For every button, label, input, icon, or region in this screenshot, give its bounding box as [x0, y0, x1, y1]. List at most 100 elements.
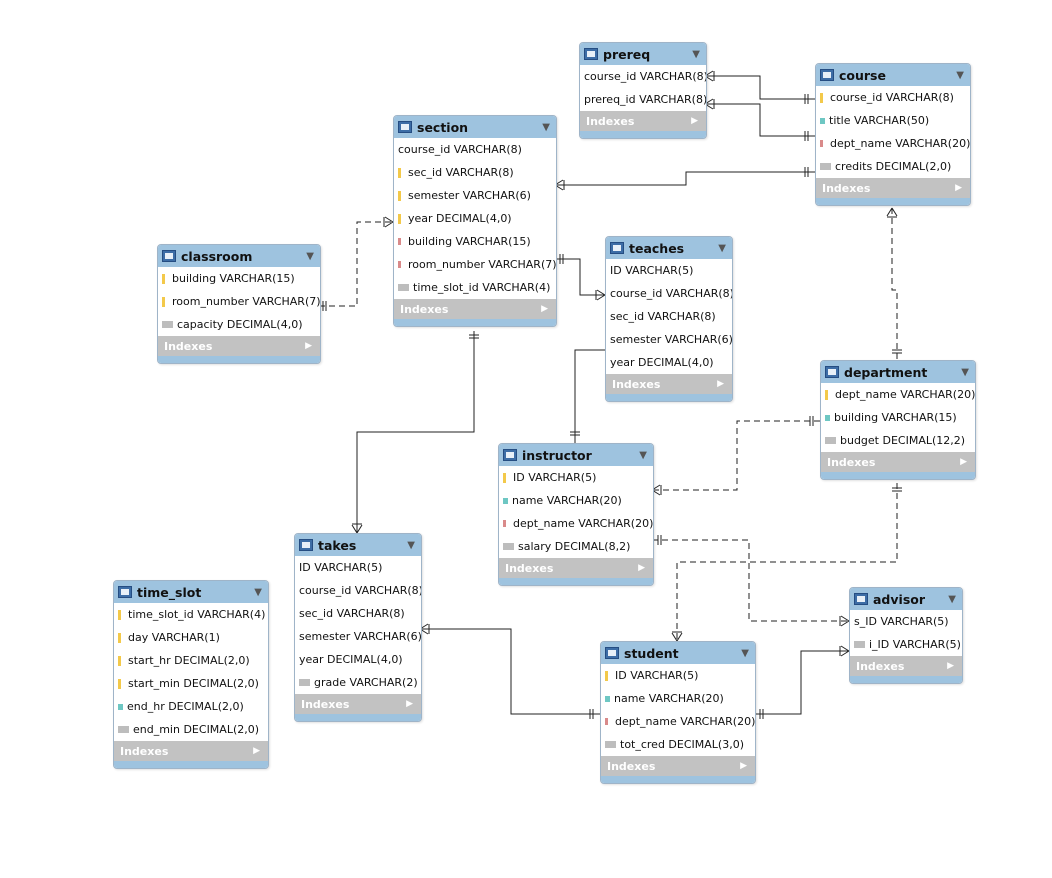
collapse-arrow-icon[interactable]: ▼: [956, 69, 964, 81]
collapse-arrow-icon[interactable]: ▼: [948, 593, 956, 605]
collapse-arrow-icon[interactable]: ▼: [961, 366, 969, 378]
expand-arrow-icon[interactable]: ▶: [740, 761, 747, 771]
expand-arrow-icon[interactable]: ▶: [947, 661, 954, 671]
table-header[interactable]: advisor▼: [850, 588, 962, 610]
column-row[interactable]: ID VARCHAR(5): [601, 664, 755, 687]
column-row[interactable]: title VARCHAR(50): [816, 109, 970, 132]
table-header[interactable]: teaches▼: [606, 237, 732, 259]
column-row[interactable]: semester VARCHAR(6): [606, 328, 732, 351]
column-row[interactable]: ID VARCHAR(5): [606, 259, 732, 282]
table-instructor[interactable]: instructor▼ID VARCHAR(5)name VARCHAR(20)…: [498, 443, 654, 586]
expand-arrow-icon[interactable]: ▶: [638, 563, 645, 573]
column-row[interactable]: prereq_id VARCHAR(8): [580, 88, 706, 111]
expand-arrow-icon[interactable]: ▶: [717, 379, 724, 389]
column-row[interactable]: start_min DECIMAL(2,0): [114, 672, 268, 695]
column-row[interactable]: course_id VARCHAR(8): [580, 65, 706, 88]
column-row[interactable]: dept_name VARCHAR(20): [601, 710, 755, 733]
table-classroom[interactable]: classroom▼building VARCHAR(15)room_numbe…: [157, 244, 321, 364]
indexes-bar[interactable]: Indexes▶: [850, 656, 962, 676]
table-department[interactable]: department▼dept_name VARCHAR(20)building…: [820, 360, 976, 480]
column-row[interactable]: course_id VARCHAR(8): [816, 86, 970, 109]
collapse-arrow-icon[interactable]: ▼: [718, 242, 726, 254]
collapse-arrow-icon[interactable]: ▼: [692, 48, 700, 60]
indexes-bar[interactable]: Indexes▶: [295, 694, 421, 714]
column-row[interactable]: day VARCHAR(1): [114, 626, 268, 649]
column-row[interactable]: course_id VARCHAR(8): [295, 579, 421, 602]
expand-arrow-icon[interactable]: ▶: [960, 457, 967, 467]
table-teaches[interactable]: teaches▼ID VARCHAR(5)course_id VARCHAR(8…: [605, 236, 733, 402]
table-header[interactable]: instructor▼: [499, 444, 653, 466]
table-header[interactable]: department▼: [821, 361, 975, 383]
collapse-arrow-icon[interactable]: ▼: [542, 121, 550, 133]
column-row[interactable]: year DECIMAL(4,0): [295, 648, 421, 671]
column-row[interactable]: time_slot_id VARCHAR(4): [394, 276, 556, 299]
column-row[interactable]: name VARCHAR(20): [499, 489, 653, 512]
column-row[interactable]: salary DECIMAL(8,2): [499, 535, 653, 558]
column-row[interactable]: time_slot_id VARCHAR(4): [114, 603, 268, 626]
column-row[interactable]: course_id VARCHAR(8): [606, 282, 732, 305]
column-row[interactable]: sec_id VARCHAR(8): [295, 602, 421, 625]
column-row[interactable]: room_number VARCHAR(7): [394, 253, 556, 276]
collapse-arrow-icon[interactable]: ▼: [639, 449, 647, 461]
column-row[interactable]: building VARCHAR(15): [158, 267, 320, 290]
table-section[interactable]: section▼course_id VARCHAR(8)sec_id VARCH…: [393, 115, 557, 327]
expand-arrow-icon[interactable]: ▶: [955, 183, 962, 193]
column-row[interactable]: end_min DECIMAL(2,0): [114, 718, 268, 741]
column-row[interactable]: year DECIMAL(4,0): [606, 351, 732, 374]
collapse-arrow-icon[interactable]: ▼: [254, 586, 262, 598]
table-prereq[interactable]: prereq▼course_id VARCHAR(8)prereq_id VAR…: [579, 42, 707, 139]
column-row[interactable]: name VARCHAR(20): [601, 687, 755, 710]
column-row[interactable]: dept_name VARCHAR(20): [816, 132, 970, 155]
table-header[interactable]: takes▼: [295, 534, 421, 556]
column-row[interactable]: ID VARCHAR(5): [499, 466, 653, 489]
indexes-bar[interactable]: Indexes▶: [114, 741, 268, 761]
table-header[interactable]: section▼: [394, 116, 556, 138]
column-row[interactable]: sec_id VARCHAR(8): [394, 161, 556, 184]
column-row[interactable]: start_hr DECIMAL(2,0): [114, 649, 268, 672]
indexes-bar[interactable]: Indexes▶: [601, 756, 755, 776]
expand-arrow-icon[interactable]: ▶: [305, 341, 312, 351]
indexes-bar[interactable]: Indexes▶: [816, 178, 970, 198]
column-row[interactable]: year DECIMAL(4,0): [394, 207, 556, 230]
column-row[interactable]: building VARCHAR(15): [394, 230, 556, 253]
column-row[interactable]: tot_cred DECIMAL(3,0): [601, 733, 755, 756]
column-row[interactable]: credits DECIMAL(2,0): [816, 155, 970, 178]
expand-arrow-icon[interactable]: ▶: [406, 699, 413, 709]
table-course[interactable]: course▼course_id VARCHAR(8)title VARCHAR…: [815, 63, 971, 206]
indexes-bar[interactable]: Indexes▶: [499, 558, 653, 578]
indexes-bar[interactable]: Indexes▶: [821, 452, 975, 472]
table-header[interactable]: course▼: [816, 64, 970, 86]
column-row[interactable]: end_hr DECIMAL(2,0): [114, 695, 268, 718]
column-row[interactable]: grade VARCHAR(2): [295, 671, 421, 694]
column-row[interactable]: dept_name VARCHAR(20): [821, 383, 975, 406]
expand-arrow-icon[interactable]: ▶: [253, 746, 260, 756]
expand-arrow-icon[interactable]: ▶: [541, 304, 548, 314]
collapse-arrow-icon[interactable]: ▼: [407, 539, 415, 551]
column-row[interactable]: semester VARCHAR(6): [394, 184, 556, 207]
expand-arrow-icon[interactable]: ▶: [691, 116, 698, 126]
column-row[interactable]: budget DECIMAL(12,2): [821, 429, 975, 452]
collapse-arrow-icon[interactable]: ▼: [306, 250, 314, 262]
column-row[interactable]: semester VARCHAR(6): [295, 625, 421, 648]
table-time-slot[interactable]: time_slot▼time_slot_id VARCHAR(4)day VAR…: [113, 580, 269, 769]
table-advisor[interactable]: advisor▼s_ID VARCHAR(5)i_ID VARCHAR(5)In…: [849, 587, 963, 684]
table-header[interactable]: prereq▼: [580, 43, 706, 65]
column-row[interactable]: course_id VARCHAR(8): [394, 138, 556, 161]
table-header[interactable]: student▼: [601, 642, 755, 664]
column-row[interactable]: i_ID VARCHAR(5): [850, 633, 962, 656]
indexes-bar[interactable]: Indexes▶: [606, 374, 732, 394]
column-row[interactable]: s_ID VARCHAR(5): [850, 610, 962, 633]
column-row[interactable]: sec_id VARCHAR(8): [606, 305, 732, 328]
column-row[interactable]: capacity DECIMAL(4,0): [158, 313, 320, 336]
column-row[interactable]: ID VARCHAR(5): [295, 556, 421, 579]
column-row[interactable]: building VARCHAR(15): [821, 406, 975, 429]
column-row[interactable]: dept_name VARCHAR(20): [499, 512, 653, 535]
table-header[interactable]: time_slot▼: [114, 581, 268, 603]
indexes-bar[interactable]: Indexes▶: [158, 336, 320, 356]
indexes-bar[interactable]: Indexes▶: [580, 111, 706, 131]
collapse-arrow-icon[interactable]: ▼: [741, 647, 749, 659]
indexes-bar[interactable]: Indexes▶: [394, 299, 556, 319]
table-header[interactable]: classroom▼: [158, 245, 320, 267]
table-student[interactable]: student▼ID VARCHAR(5)name VARCHAR(20)dep…: [600, 641, 756, 784]
table-takes[interactable]: takes▼ID VARCHAR(5)course_id VARCHAR(8)s…: [294, 533, 422, 722]
